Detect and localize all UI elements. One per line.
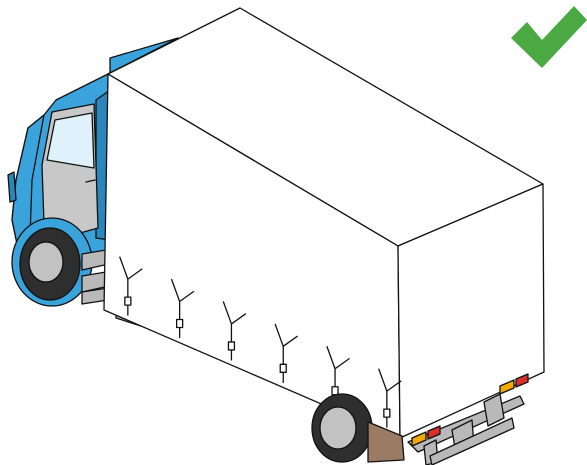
cab-window xyxy=(46,112,95,169)
tie-strap xyxy=(326,346,350,406)
tail-light-left-red xyxy=(427,425,441,440)
tail-light-left-amber xyxy=(411,431,427,447)
rear-wheel xyxy=(311,393,373,463)
mud-flap xyxy=(367,421,405,463)
box-rear xyxy=(397,183,545,439)
tail-light-right-red xyxy=(515,373,529,388)
side-mirror xyxy=(7,171,17,203)
underride-post-right xyxy=(483,393,505,427)
cab-front xyxy=(11,114,45,259)
front-wheel xyxy=(11,217,93,307)
door-handle xyxy=(85,179,96,183)
tie-strap xyxy=(170,278,195,339)
tie-strap xyxy=(378,368,402,428)
cargo-box xyxy=(103,7,545,439)
truck-cab xyxy=(7,37,191,335)
tie-strap xyxy=(274,323,298,383)
tie-strap xyxy=(119,256,143,316)
tail-light-right-amber xyxy=(499,379,515,395)
tie-strap xyxy=(222,301,247,361)
underride-bar xyxy=(429,417,515,465)
tarp-tie-straps xyxy=(119,256,402,428)
checkmark-icon xyxy=(511,6,587,68)
rear-chassis xyxy=(311,373,529,465)
